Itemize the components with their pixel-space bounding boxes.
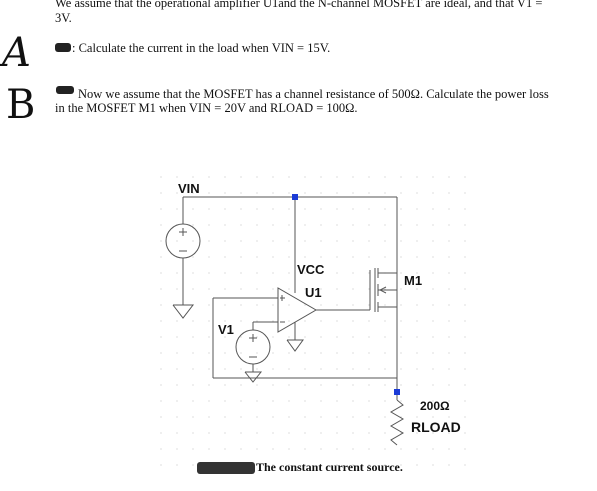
ground-icon <box>244 371 263 383</box>
node-marker <box>394 389 400 395</box>
redaction-scribble <box>56 86 74 94</box>
question-b-line-1: Now we assume that the MOSFET has a chan… <box>78 87 549 101</box>
rload-label: RLOAD <box>411 419 461 435</box>
schematic-grid <box>150 175 480 475</box>
vcc-label: VCC <box>297 262 325 277</box>
load-value: 200Ω <box>420 399 450 413</box>
redaction-scribble <box>55 43 71 52</box>
handwritten-mark-b: B <box>6 82 36 128</box>
question-a: : Calculate the current in the load when… <box>72 41 331 55</box>
m1-label: M1 <box>404 273 422 288</box>
redaction-scribble <box>197 462 255 474</box>
figure-caption: The constant current source. <box>256 460 403 474</box>
question-b-line-2: in the MOSFET M1 when VIN = 20V and RLOA… <box>55 101 358 115</box>
intro-line-1: We assume that the operational amplifier… <box>55 0 543 10</box>
intro-line-2: 3V. <box>55 11 72 25</box>
handwritten-mark-a: A <box>2 30 31 76</box>
vin-label: VIN <box>178 181 200 196</box>
ground-icon <box>172 304 195 319</box>
v1-label: V1 <box>218 322 234 337</box>
ground-icon <box>286 339 304 352</box>
op-amp-u1 <box>277 287 317 333</box>
node-marker <box>292 194 298 200</box>
u1-label: U1 <box>305 285 322 300</box>
mosfet-m1 <box>374 268 397 312</box>
load-resistor <box>390 399 404 446</box>
